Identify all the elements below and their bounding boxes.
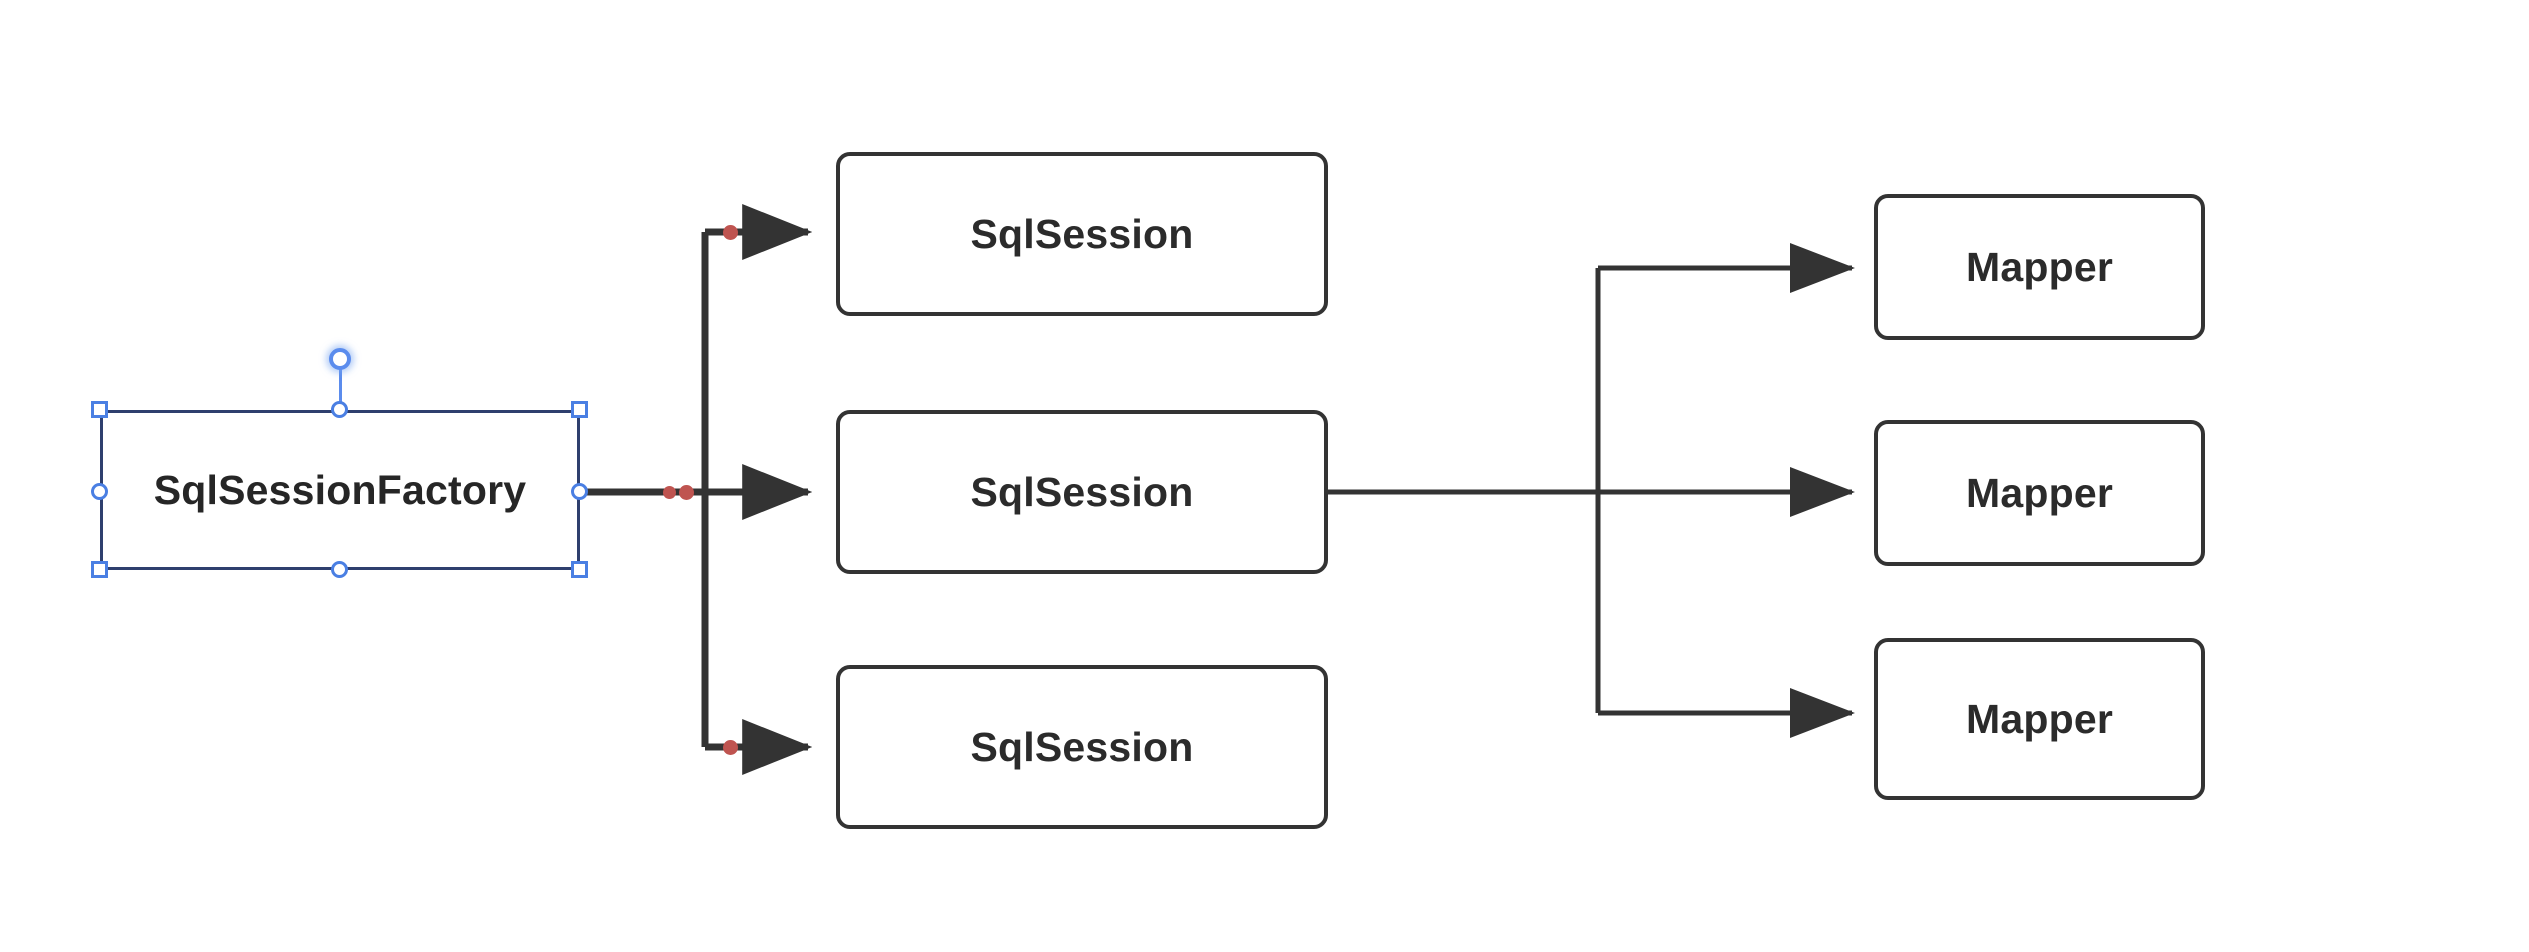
node-label-mapper-2: Mapper [1965,469,2113,516]
node-mapper-3[interactable]: Mapper [1874,638,2205,800]
node-label-sqlsession-2: SqlSession [970,468,1194,515]
rotate-handle-stem [339,368,342,412]
edge-waypoint-1[interactable] [663,486,676,499]
edge-factory-to-sessions[interactable] [583,204,813,775]
resize-handle-middle-left[interactable] [91,483,108,500]
edge-waypoint-3[interactable] [723,225,738,240]
resize-handle-top-right[interactable] [571,401,588,418]
edge-session-to-mappers[interactable] [1328,243,1856,738]
resize-handle-middle-right[interactable] [571,483,588,500]
node-label-sqlsessionfactory: SqlSessionFactory [153,466,527,513]
resize-handle-top-left[interactable] [91,401,108,418]
node-label-sqlsession-3: SqlSession [970,723,1194,770]
node-mapper-1[interactable]: Mapper [1874,194,2205,340]
node-sqlsession-3[interactable]: SqlSession [836,665,1328,829]
resize-handle-bottom-right[interactable] [571,561,588,578]
node-sqlsession-2[interactable]: SqlSession [836,410,1328,574]
resize-handle-bottom-left[interactable] [91,561,108,578]
node-sqlsession-1[interactable]: SqlSession [836,152,1328,316]
edge-waypoint-2[interactable] [679,485,694,500]
resize-handle-top-center[interactable] [331,401,348,418]
resize-handle-bottom-center[interactable] [331,561,348,578]
node-sqlsessionfactory[interactable]: SqlSessionFactory [100,410,580,570]
node-label-sqlsession-1: SqlSession [970,210,1194,257]
rotate-handle[interactable] [329,348,351,370]
node-mapper-2[interactable]: Mapper [1874,420,2205,566]
node-label-mapper-1: Mapper [1965,243,2113,290]
node-label-mapper-3: Mapper [1965,695,2113,742]
edge-waypoint-4[interactable] [723,740,738,755]
